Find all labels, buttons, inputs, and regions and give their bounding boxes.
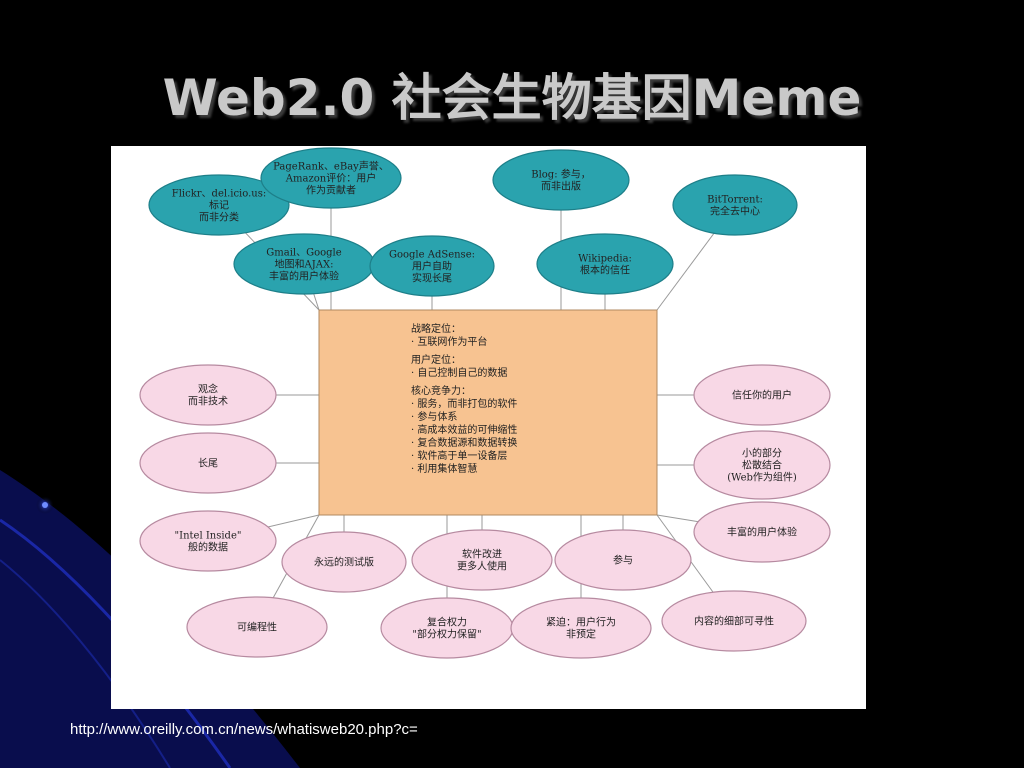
top-node-label: Gmail、Google [266, 248, 341, 259]
bottom-node-ellipse [411, 529, 553, 591]
bottom-node-label: 长尾 [198, 458, 218, 470]
bottom-node-label: "部分权力保留" [412, 628, 481, 641]
top-node-label: Flickr、del.icio.us: [172, 189, 266, 200]
bottom-node-2: 长尾 [139, 432, 277, 494]
bottom-node-label: 观念 [198, 383, 218, 396]
top-node-label: BitTorrent: [707, 195, 763, 206]
bottom-node-ellipse [281, 531, 407, 593]
bottom-node-label: 永远的测试版 [314, 556, 374, 569]
core-competency-line: · 复合数据源和数据转换 [411, 436, 517, 449]
bottom-node-label: 参与 [613, 554, 633, 567]
bottom-node-3: "Intel Inside"般的数据 [139, 510, 277, 572]
core-competency-line: · 服务，而非打包的软件 [411, 397, 517, 410]
bottom-node-label: 可编程性 [237, 621, 277, 634]
slide-title: Web2.0 社会生物基因Meme [162, 69, 862, 127]
bottom-node-label: 而非技术 [188, 395, 228, 408]
bottom-node-label: 松散结合 [742, 459, 782, 472]
bottom-node-ellipse [693, 501, 831, 563]
bottom-node-7: 可编程性 [186, 596, 328, 658]
bottom-node-label: 紧迫：用户行为 [546, 616, 616, 629]
core-competency-line: · 软件高于单一设备层 [411, 449, 507, 462]
top-node-label: Amazon评价：用户 [285, 172, 376, 185]
bottom-node-13: 丰富的用户体验 [693, 501, 831, 563]
bottom-node-8: 复合权力"部分权力保留" [380, 597, 514, 659]
top-node-label: 标记 [209, 200, 229, 212]
top-node-label: 实现长尾 [412, 272, 452, 285]
top-node-label: 地图和AJAX: [275, 258, 334, 271]
bottom-node-ellipse [693, 364, 831, 426]
top-node-ellipse [672, 174, 798, 236]
bottom-node-label: 信任你的用户 [732, 389, 792, 402]
bottom-node-ellipse [139, 432, 277, 494]
top-node-ellipse [492, 149, 630, 211]
bottom-node-10: 内容的细部可寻性 [661, 590, 807, 652]
core-competency-line: · 高成本效益的可伸缩性 [411, 423, 517, 436]
core-competency-box-background [318, 309, 658, 516]
bottom-node-label: (Web作为组件) [727, 471, 797, 484]
bottom-node-ellipse [554, 529, 692, 591]
top-node-ellipse [369, 235, 495, 297]
bottom-node-ellipse [139, 510, 277, 572]
bottom-node-6: 参与 [554, 529, 692, 591]
core-competency-line: · 自己控制自己的数据 [411, 366, 507, 379]
core-competency-line: 核心竞争力： [411, 384, 471, 397]
bottom-node-ellipse [139, 364, 277, 426]
top-node-label: 而非分类 [199, 211, 239, 224]
top-node-label: 作为贡献者 [306, 184, 356, 197]
top-node-label: 而非出版 [541, 180, 581, 193]
bottom-node-label: 丰富的用户体验 [727, 526, 797, 539]
top-node-label: PageRank、eBay声誉、 [273, 160, 389, 173]
bottom-node-ellipse [693, 430, 831, 500]
top-node-3: Blog: 参与，而非出版 [492, 149, 630, 211]
source-url-link[interactable]: http://www.oreilly.com.cn/news/whatisweb… [70, 721, 418, 738]
bottom-node-label: 内容的细部可寻性 [694, 615, 774, 628]
top-node-ellipse [148, 174, 290, 236]
top-node-4: BitTorrent:完全去中心 [672, 174, 798, 236]
bottom-node-ellipse [510, 597, 652, 659]
bottom-node-label: 般的数据 [188, 541, 228, 554]
top-node-label: Blog: 参与， [531, 168, 591, 181]
core-competency-line: 战略定位： [411, 322, 461, 335]
core-competency-line: · 利用集体智慧 [411, 462, 477, 475]
top-node-ellipse [260, 147, 402, 209]
top-node-7: Wikipedia:根本的信任 [536, 233, 674, 295]
top-node-label: 根本的信任 [580, 264, 630, 277]
bottom-node-label: 小的部分 [742, 447, 782, 460]
core-competency-line: 用户定位： [411, 353, 461, 366]
top-node-label: 用户自助 [412, 260, 452, 273]
top-node-label: Google AdSense: [389, 250, 475, 261]
meme-map-panel: 战略定位：· 互联网作为平台用户定位：· 自己控制自己的数据核心竞争力：· 服务… [111, 146, 866, 709]
top-node-label: 完全去中心 [710, 205, 760, 218]
bottom-node-ellipse [661, 590, 807, 652]
core-competency-line: · 参与体系 [411, 410, 457, 423]
top-node-ellipse [536, 233, 674, 295]
bottom-node-11: 信任你的用户 [693, 364, 831, 426]
top-node-label: Wikipedia: [578, 254, 632, 265]
bottom-node-label: 非预定 [566, 628, 596, 641]
bottom-node-label: 复合权力 [427, 616, 467, 629]
top-node-label: 丰富的用户体验 [269, 270, 339, 283]
bottom-node-label: 软件改进 [462, 548, 502, 561]
core-competency-line: · 互联网作为平台 [411, 335, 487, 348]
bottom-node-ellipse [186, 596, 328, 658]
bottom-node-4: 永远的测试版 [281, 531, 407, 593]
bottom-node-label: 更多人使用 [457, 560, 507, 573]
bottom-node-label: "Intel Inside" [175, 531, 242, 542]
